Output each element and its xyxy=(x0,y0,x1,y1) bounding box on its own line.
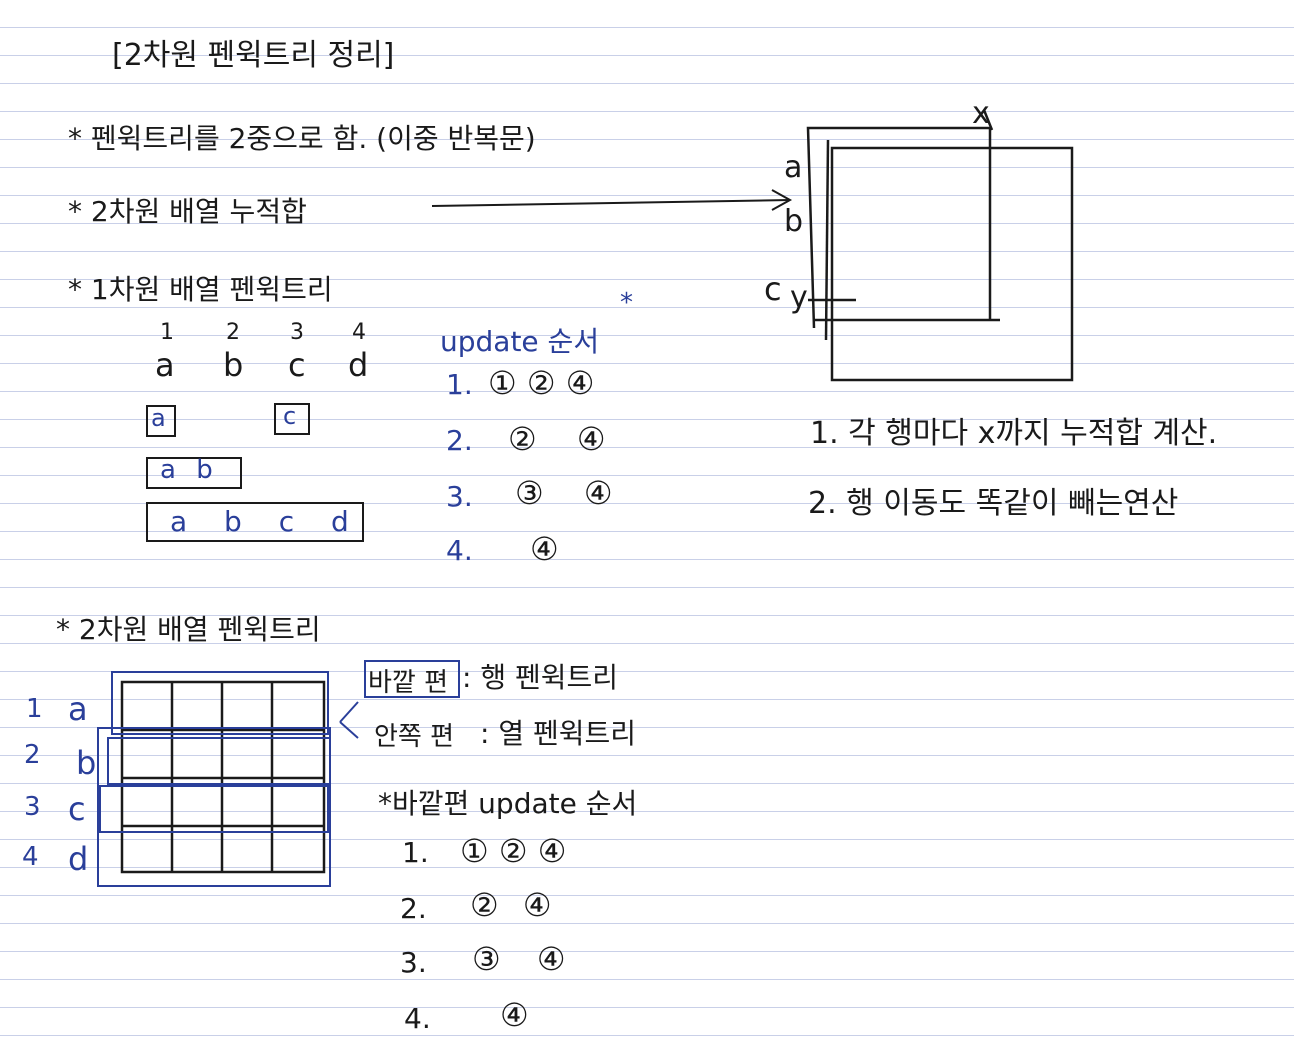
inner-tree-desc: : 열 펜윅트리 xyxy=(480,717,637,750)
page-title: [2차원 펜윅트리 정리] xyxy=(112,38,395,73)
update2d-row-num: 4. xyxy=(404,1002,431,1035)
row-label-a: a xyxy=(784,150,803,185)
update-star: * xyxy=(620,288,633,318)
grid-row-index: 4 xyxy=(22,842,39,872)
index-label: 4 xyxy=(352,320,366,345)
tree-box-ab-label: a b xyxy=(160,455,219,485)
update-row-num: 1. xyxy=(446,368,473,401)
grid-row-letter: a xyxy=(68,690,88,728)
update2d-row-num: 3. xyxy=(400,946,427,979)
tree-box-a xyxy=(146,405,176,437)
outer-tree-desc: : 행 펜윅트리 xyxy=(462,661,619,694)
prefix-sum-diagram xyxy=(806,109,1074,382)
tree-box-abcd-label: a b c d xyxy=(170,505,363,538)
x-label: x xyxy=(972,96,990,131)
array-letter: a xyxy=(155,346,175,384)
update-row-num: 4. xyxy=(446,534,473,567)
array-letter: d xyxy=(348,346,369,384)
grid-row-letter: b xyxy=(76,744,97,782)
tree-box-c xyxy=(274,403,310,435)
grid-row-letter: c xyxy=(68,790,86,828)
row-label-c: c xyxy=(764,270,782,308)
prefix-note-1: 1. 각 행마다 x까지 누적합 계산. xyxy=(810,416,1218,451)
index-label: 2 xyxy=(226,320,240,345)
row-label-y: y xyxy=(790,280,808,315)
bullet-2d-prefix-sum: * 2차원 배열 누적합 xyxy=(68,195,307,228)
tree-box-c-label: c xyxy=(283,402,297,430)
grid-row-index: 1 xyxy=(26,694,43,724)
index-label: 3 xyxy=(290,320,304,345)
arrow-icon xyxy=(431,189,793,211)
outer-tree-label: 바깥 편 xyxy=(368,668,449,698)
bullet-1d-fenwick: * 1차원 배열 펜윅트리 xyxy=(68,273,333,306)
outer-tree-highlight xyxy=(364,660,460,698)
index-label: 1 xyxy=(160,320,174,345)
bullet-2d-fenwick: * 2차원 배열 펜윅트리 xyxy=(56,613,321,646)
update-row-num: 2. xyxy=(446,424,473,457)
update-row-values: ① ② ④ xyxy=(488,364,595,402)
row-label-b: b xyxy=(784,204,804,239)
grid-row-index: 3 xyxy=(24,792,41,822)
update2d-row-num: 2. xyxy=(400,892,427,925)
inner-tree-label: 안쪽 편 xyxy=(374,722,455,752)
update2d-row-num: 1. xyxy=(402,836,429,869)
update-row-values: ③ ④ xyxy=(515,474,613,512)
bullet-fenwick-double: * 펜윅트리를 2중으로 함. (이중 반복문) xyxy=(68,122,536,155)
array-letter: b xyxy=(223,346,244,384)
update2d-row-values: ① ② ④ xyxy=(460,832,567,870)
update-header: update 순서 xyxy=(440,325,600,358)
update-row-values: ② ④ xyxy=(508,420,606,458)
tree-box-ab xyxy=(146,457,242,489)
update2d-row-values: ④ xyxy=(500,996,529,1034)
grid-row-index: 2 xyxy=(24,740,41,770)
grid-row-letter: d xyxy=(68,840,89,878)
update2d-row-values: ③ ④ xyxy=(472,940,566,978)
tree-box-a-label: a xyxy=(151,404,166,432)
prefix-note-2: 2. 행 이동도 똑같이 빼는연산 xyxy=(808,486,1179,521)
outer-update-header: *바깥편 update 순서 xyxy=(378,787,638,820)
tree-box-abcd xyxy=(146,502,364,542)
update-row-values: ④ xyxy=(530,530,559,568)
array-letter: c xyxy=(288,346,306,384)
fenwick-2d-grid xyxy=(97,671,359,887)
update-row-num: 3. xyxy=(446,480,473,513)
update2d-row-values: ② ④ xyxy=(470,886,552,924)
